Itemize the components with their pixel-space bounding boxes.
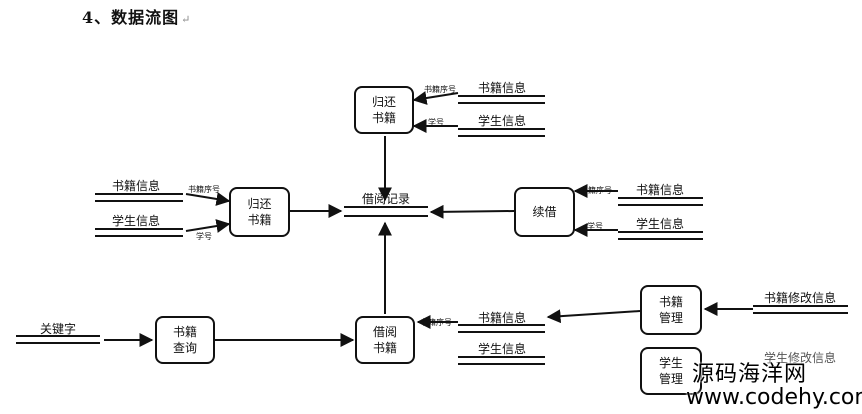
watermark-site-name: 源码海洋网 bbox=[692, 362, 808, 387]
flow-left-student-no-arrow bbox=[185, 219, 231, 233]
flow-label-bottom-book-no: 书籍序号 bbox=[420, 318, 452, 327]
flow-label-top-book-no: 书籍序号 bbox=[424, 85, 456, 94]
process-book-query: 书籍 查询 bbox=[155, 316, 215, 364]
flow-top-book-no-arrow bbox=[412, 91, 459, 105]
heading-title: 数据流图 bbox=[111, 8, 180, 27]
process-renew: 续借 bbox=[514, 187, 575, 237]
store-right-book-info: 书籍信息 bbox=[636, 183, 685, 197]
flow-left-book-no-arrow bbox=[185, 192, 231, 206]
store-left-book-info: 书籍信息 bbox=[112, 179, 161, 193]
flow-label-right-book-no: 书籍序号 bbox=[580, 186, 612, 195]
flow-label-left-book-no: 书籍序号 bbox=[188, 185, 220, 194]
store-top-book-info: 书籍信息 bbox=[478, 81, 527, 95]
process-student-management: 学生 管理 bbox=[640, 347, 702, 395]
store-right-lines bbox=[618, 197, 703, 240]
heading-number: 4、 bbox=[82, 8, 112, 27]
store-left-lines bbox=[95, 193, 183, 237]
flow-renew-to-record bbox=[429, 204, 515, 219]
store-bottom-student-info: 学生信息 bbox=[478, 342, 527, 356]
flow-label-right-student-no: 学号 bbox=[587, 222, 603, 231]
section-heading: 4、数据流图↵ bbox=[82, 4, 191, 28]
flow-label-left-student-no: 学号 bbox=[196, 232, 212, 241]
store-bottom-book-info: 书籍信息 bbox=[478, 311, 527, 325]
store-borrow-record: 借阅记录 bbox=[362, 192, 411, 206]
external-lines bbox=[16, 305, 848, 344]
external-keyword: 关键字 bbox=[40, 322, 77, 336]
watermark-site-url: www.codehy.com bbox=[686, 385, 862, 410]
store-top-student-info: 学生信息 bbox=[478, 114, 527, 128]
store-top-lines bbox=[458, 95, 545, 137]
store-borrow-record-lines bbox=[344, 206, 428, 217]
store-bottom-lines bbox=[458, 324, 545, 365]
store-left-student-info: 学生信息 bbox=[112, 214, 161, 228]
process-return-book-top: 归还 书籍 bbox=[354, 86, 414, 134]
process-return-book-left: 归还 书籍 bbox=[229, 187, 290, 237]
paragraph-mark: ↵ bbox=[181, 13, 192, 26]
process-book-management: 书籍 管理 bbox=[640, 285, 702, 335]
store-right-student-info: 学生信息 bbox=[636, 217, 685, 231]
external-student-modify-info: 学生修改信息 bbox=[764, 351, 837, 365]
flow-manage-to-store bbox=[546, 309, 641, 324]
external-book-modify-info: 书籍修改信息 bbox=[764, 291, 837, 305]
flow-label-top-student-no: 学号 bbox=[428, 118, 444, 127]
process-borrow-book: 借阅 书籍 bbox=[355, 316, 415, 364]
